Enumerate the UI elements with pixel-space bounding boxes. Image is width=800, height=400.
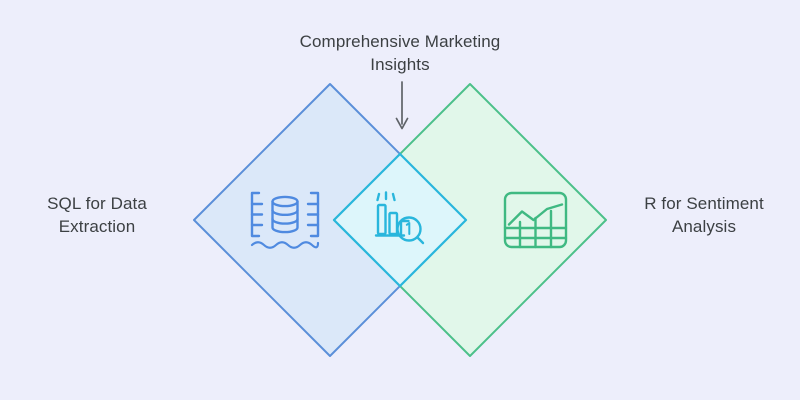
intersection-shape[interactable] bbox=[332, 152, 468, 288]
bar-chart-magnifier-icon bbox=[374, 191, 425, 245]
diagram-title: Comprehensive Marketing Insights bbox=[299, 32, 501, 75]
left-set-label: SQL for Data Extraction bbox=[47, 194, 147, 237]
database-stack-icon bbox=[250, 191, 320, 249]
right-set-label: R for Sentiment Analysis bbox=[644, 194, 764, 237]
down-arrow-icon bbox=[395, 81, 409, 130]
spreadsheet-chart-icon bbox=[503, 191, 568, 249]
